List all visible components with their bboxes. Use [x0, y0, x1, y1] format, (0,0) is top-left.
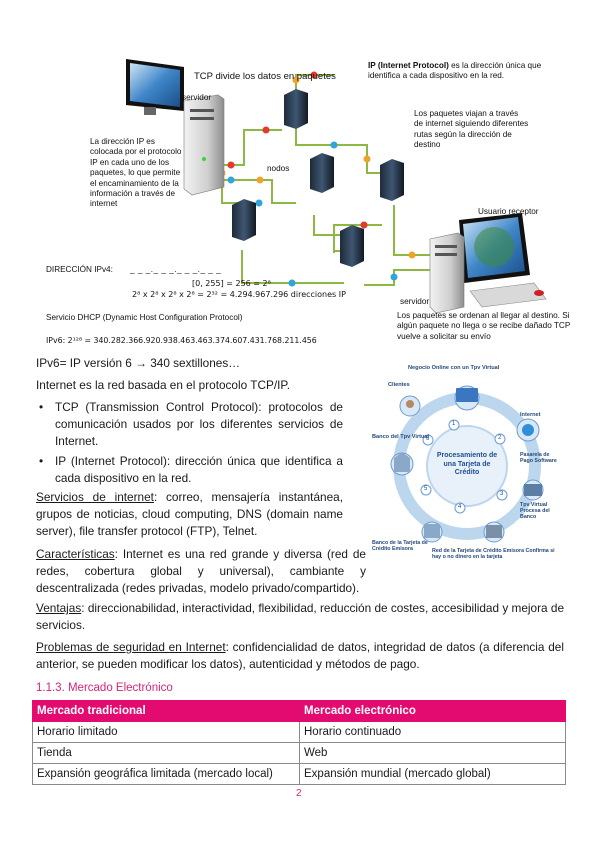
internet-definition: Internet es la red basada en el protocol…: [36, 378, 291, 392]
table-row: Horario limitado Horario continuado: [32, 721, 566, 743]
ipv4-label: DIRECCIÓN IPv4:: [46, 265, 113, 274]
payment-figure: Negocio Online con un Tpv Virtual Client…: [370, 362, 564, 570]
center-label: Procesamiento de una Tarjeta de Crédito: [436, 452, 498, 476]
internet-label: Internet: [520, 412, 541, 418]
page-number: 2: [296, 788, 302, 799]
ipv4-mask: _ _ _._ _ _._ _ _._ _ _: [130, 265, 222, 274]
reorder-note: Los paquetes se ordenan al llegar al des…: [397, 311, 571, 341]
step-2: 2: [498, 435, 502, 441]
receiver-computer: [429, 213, 547, 314]
step-4: 4: [458, 504, 462, 510]
table-cell: Horario limitado: [32, 721, 300, 743]
receiver-label: Usuario receptor: [478, 207, 539, 216]
pow-line: 2⁸ x 2⁸ x 2⁸ x 2⁸ = 2³² = 4.294.967.296 …: [132, 290, 346, 299]
server-label: servidor: [182, 93, 212, 102]
routes-note: Los paquetes viajan a través de internet…: [414, 109, 529, 150]
ip-note: IP (Internet Protocol) es la dirección ú…: [368, 61, 542, 81]
market-comparison-table: Mercado tradicional Mercado electrónico …: [32, 700, 566, 785]
clientes-label: Clientes: [388, 382, 410, 388]
range-line: [0, 255] = 256 = 2⁸: [192, 279, 271, 288]
payment-top-label: Negocio Online con un Tpv Virtual: [408, 365, 500, 371]
table-cell: Expansión mundial (mercado global): [299, 763, 566, 785]
list-item: TCP (Transmission Control Protocol): pro…: [36, 399, 343, 450]
security-paragraph: Problemas de seguridad en Internet: conf…: [36, 640, 564, 671]
banco-emisora-label: Banco de la Tarjeta de Crédito Emisora: [372, 540, 428, 552]
step-5: 5: [424, 486, 428, 492]
section-heading: 1.1.3. Mercado Electrónico: [36, 682, 173, 694]
table-row: Tienda Web: [32, 742, 566, 764]
table-cell: Expansión geográfica limitada (mercado l…: [32, 763, 300, 785]
table-cell: Web: [299, 742, 566, 764]
tpv-proceso-label: Tpv Virtual Procesa del Banco: [520, 502, 550, 520]
protocol-list: TCP (Transmission Control Protocol): pro…: [36, 399, 343, 487]
list-item: IP (Internet Protocol): dirección única …: [36, 453, 343, 487]
server2-label: servidor: [400, 297, 430, 306]
pasarela-label: Pasarela de Pago Software: [520, 452, 557, 464]
table-cell: Horario continuado: [299, 721, 566, 743]
network-diagram: [126, 59, 547, 314]
table-row: Expansión geográfica limitada (mercado l…: [32, 763, 566, 785]
server-computer: [126, 59, 225, 196]
left-note: La dirección IP es colocada por el proto…: [90, 137, 182, 209]
table-header-row: Mercado tradicional Mercado electrónico: [32, 700, 566, 722]
step-6: 6: [426, 436, 430, 442]
table-header: Mercado tradicional: [32, 700, 300, 722]
step-1: 1: [452, 421, 456, 427]
ipv6-line: IPv6= IP versión 6 → 340 sextillones…: [36, 356, 241, 370]
network-nodes: [232, 89, 404, 267]
dhcp-line: Servicio DHCP (Dynamic Host Configuratio…: [46, 313, 243, 322]
figure-title: TCP divide los datos en paquetes: [194, 71, 336, 82]
step-3: 3: [500, 491, 504, 497]
nodes-label: nodos: [267, 164, 290, 173]
network-figure: TCP divide los datos en paquetes servido…: [34, 55, 574, 347]
advantages-paragraph: Ventajas: direccionabilidad, interactivi…: [36, 601, 564, 632]
bottom-label: Red de la Tarjeta de Crédito Emisora Con…: [432, 548, 555, 560]
table-cell: Tienda: [32, 742, 300, 764]
ipv6-count: IPv6: 2¹²⁸ = 340.282.366.920.938.463.463…: [46, 336, 317, 345]
payment-cycle-diagram: [390, 385, 544, 543]
features-paragraph: Características: Internet es una red gra…: [36, 547, 366, 595]
banco-tpv-label: Banco del Tpv Virtual: [372, 434, 430, 440]
services-paragraph: Servicios de internet: correo, mensajerí…: [36, 490, 343, 538]
table-header: Mercado electrónico: [299, 700, 566, 722]
